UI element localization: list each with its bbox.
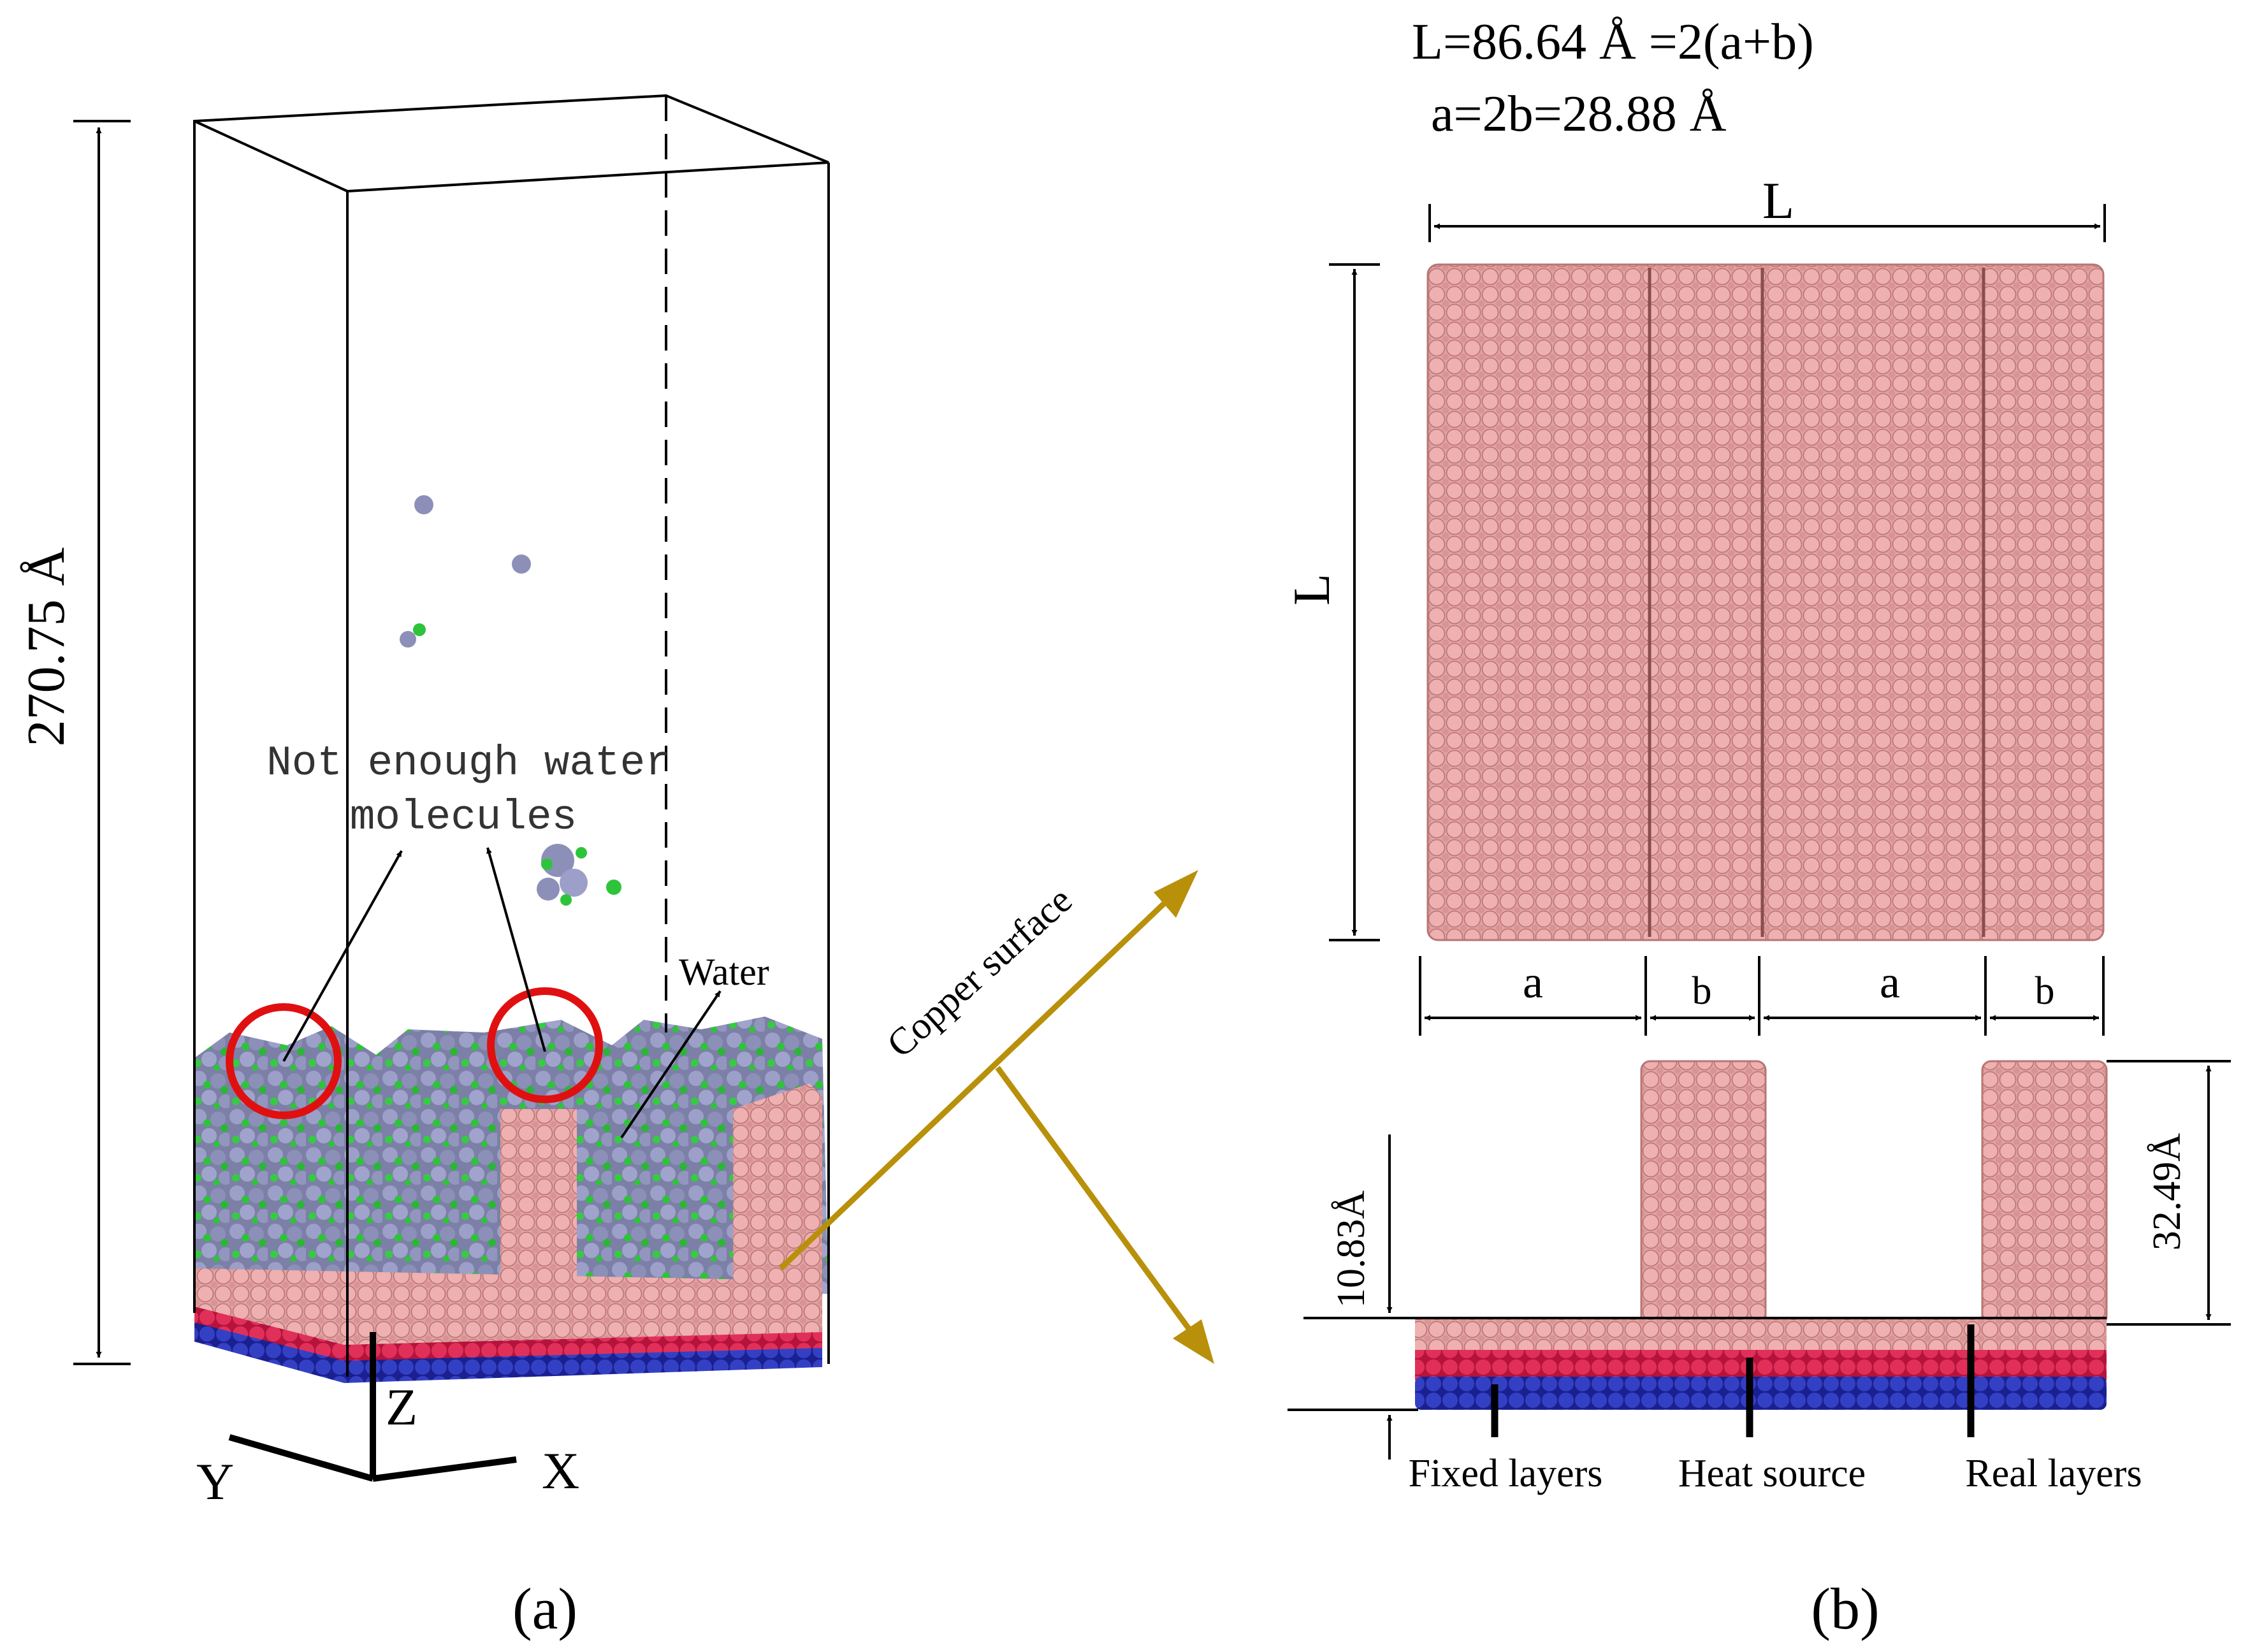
panel-a: 270.75 Å Not enough water molecules Wate… xyxy=(17,94,830,1641)
heat-source-label: Heat source xyxy=(1678,1452,1866,1495)
real-layers-label: Real layers xyxy=(1965,1452,2142,1495)
heat-source-layer-b xyxy=(1415,1350,2107,1380)
fixed-layers-label: Fixed layers xyxy=(1409,1452,1603,1495)
panel-b-label: (b) xyxy=(1811,1576,1879,1641)
water-slab xyxy=(194,1017,829,1345)
copper-base xyxy=(1415,1318,2107,1353)
fixed-layer-a xyxy=(194,1322,822,1383)
segment-dimensions xyxy=(1419,956,2105,1036)
segment-b1-label: b xyxy=(1692,969,1712,1013)
heat-source-layer-a xyxy=(194,1307,822,1364)
panel-b: L=86.64 Å =2(a+b) a=2b=28.88 Å L L a xyxy=(1282,14,2231,1641)
water-label: Water xyxy=(679,951,769,993)
water-arrow xyxy=(620,990,722,1139)
highlight-circle-right xyxy=(487,987,603,1103)
copper-top-view xyxy=(1426,263,2105,941)
annotation-arrow-right xyxy=(486,847,546,1052)
highlight-circle-left xyxy=(226,1003,342,1119)
segment-a2-label: a xyxy=(1880,957,1900,1008)
copper-surface-connector xyxy=(778,870,1214,1364)
width-label: L xyxy=(1762,171,1794,229)
pillar-right xyxy=(1981,1060,2108,1327)
panel-a-label: (a) xyxy=(512,1576,577,1641)
copper-surface-label: Copper surface xyxy=(879,879,1080,1066)
annotation-arrow-left xyxy=(282,850,403,1062)
base-thickness-label: 10.83Å xyxy=(1330,1191,1373,1308)
simulation-box xyxy=(193,94,830,1377)
box-height-label: 270.75 Å xyxy=(17,547,76,746)
formula-line1: L=86.64 Å =2(a+b) xyxy=(1412,14,1814,70)
copper-side-view xyxy=(1415,1060,2108,1410)
formula-line2: a=2b=28.88 Å xyxy=(1431,86,1727,142)
annotation-line1: Not enough water xyxy=(266,739,671,787)
segment-b2-label: b xyxy=(2035,969,2055,1013)
axis-z-label: Z xyxy=(386,1378,417,1436)
axis-x-arrow xyxy=(372,1456,517,1482)
fixed-layer-b xyxy=(1415,1377,2107,1410)
floating-molecules xyxy=(400,495,621,906)
segment-a1-label: a xyxy=(1523,957,1543,1008)
pillar-left xyxy=(1640,1060,1767,1327)
length-label: L xyxy=(1282,574,1340,605)
pillar-height-label: 32.49Å xyxy=(2145,1133,2189,1251)
axis-y-arrow xyxy=(228,1434,374,1482)
axis-x-label: X xyxy=(542,1442,579,1500)
annotation-line2: molecules xyxy=(350,793,577,841)
axis-y-label: Y xyxy=(196,1453,234,1511)
